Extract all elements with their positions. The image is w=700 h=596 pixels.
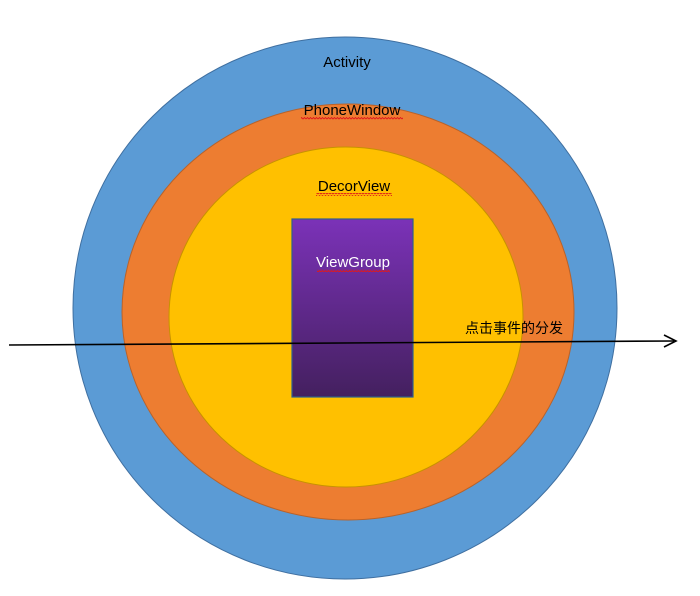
view-group-box: [291, 218, 414, 398]
event-dispatch-arrow-line: [8, 340, 675, 346]
phone-window-label: PhoneWindow: [304, 102, 401, 119]
activity-label: Activity: [323, 54, 371, 71]
view-group-label: ViewGroup: [316, 254, 390, 271]
decor-view-spellcheck-underline: [316, 193, 392, 196]
phone-window-spellcheck-underline: [301, 117, 403, 120]
event-dispatch-label: 点击事件的分发: [465, 321, 563, 337]
arrowhead-icon: [663, 334, 678, 348]
view-group-spellcheck-underline: [317, 269, 390, 272]
decor-view-label: DecorView: [318, 178, 390, 195]
